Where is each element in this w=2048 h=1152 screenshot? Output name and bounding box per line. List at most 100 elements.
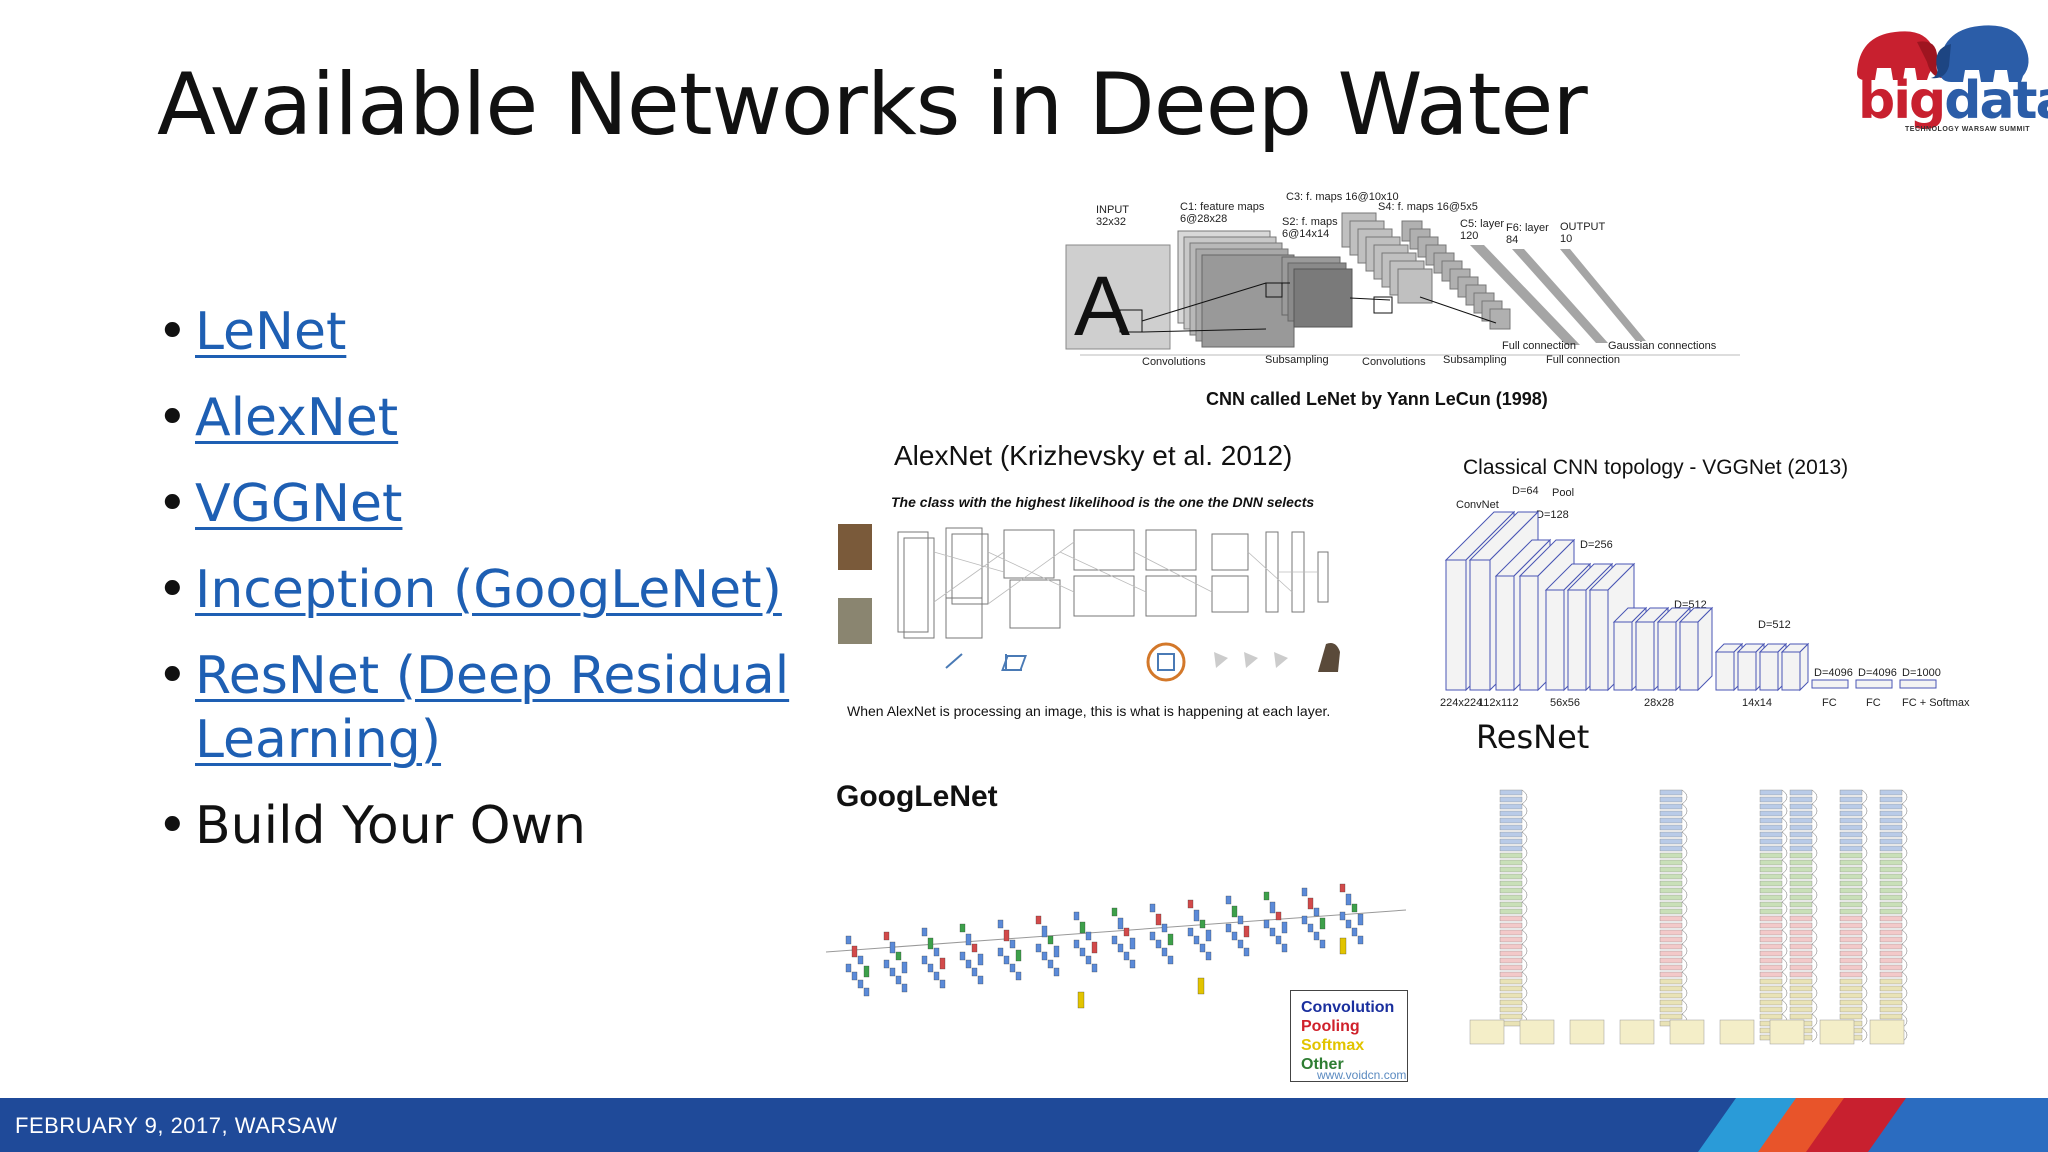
vggnet-d1000-label: D=1000: [1902, 667, 1941, 679]
resnet-skip-connection: [1681, 957, 1688, 973]
googlenet-main-path: [825, 909, 1407, 953]
googlenet-layer-block: [1009, 939, 1016, 949]
red-elephant-icon: [1857, 31, 1943, 80]
resnet-layer-block: [1879, 950, 1903, 957]
resnet-layer-block: [1789, 880, 1813, 887]
lenet-caption: CNN called LeNet by Yann LeCun (1998): [1206, 389, 1548, 409]
resnet-layer-block: [1499, 803, 1523, 810]
googlenet-layer-block: [927, 963, 934, 973]
googlenet-layer-block: [965, 933, 972, 946]
link-resnet[interactable]: ResNet (Deep Residual Learning): [195, 646, 790, 770]
googlenet-layer-block: [1339, 883, 1346, 893]
resnet-output-block: [1719, 1019, 1755, 1045]
googlenet-layer-block: [997, 947, 1004, 957]
resnet-layer-block: [1879, 824, 1903, 831]
googlenet-layer-block: [959, 923, 966, 933]
googlenet-layer-block: [1319, 917, 1326, 930]
alexnet-title: AlexNet (Krizhevsky et al. 2012): [894, 440, 1293, 471]
resnet-layer-block: [1759, 936, 1783, 943]
resnet-skip-connection: [1811, 901, 1818, 917]
googlenet-layer-block: [863, 987, 870, 997]
resnet-layer-block: [1759, 824, 1783, 831]
resnet-skip-connection: [1521, 915, 1528, 931]
resnet-layer-block: [1499, 929, 1523, 936]
resnet-layer-block: [1839, 817, 1863, 824]
vggnet-d64-label: D=64: [1512, 485, 1539, 497]
lenet-step-conv1: Convolutions: [1142, 356, 1206, 368]
resnet-layer-block: [1759, 894, 1783, 901]
resnet-layer-block: [1499, 957, 1523, 964]
googlenet-layer-block: [1085, 955, 1092, 965]
legend-softmax: Softmax: [1301, 1037, 1365, 1054]
googlenet-layer-block: [1073, 911, 1080, 921]
googlenet-layer-block: [1073, 939, 1080, 949]
googlenet-layer-block: [1339, 911, 1346, 921]
googlenet-layer-block: [927, 937, 934, 950]
alexnet-subtitle: The class with the highest likelihood is…: [891, 494, 1315, 510]
lenet-input-glyph: A: [1074, 259, 1130, 353]
lenet-input-label: INPUT: [1096, 204, 1129, 216]
resnet-layer-block: [1879, 936, 1903, 943]
resnet-layer-block: [1659, 915, 1683, 922]
resnet-layer-block: [1789, 915, 1813, 922]
googlenet-layer-block: [1243, 947, 1250, 957]
googlenet-layer-block: [1313, 907, 1320, 917]
legend-convolution: Convolution: [1301, 999, 1395, 1016]
resnet-skip-connection: [1781, 817, 1788, 833]
resnet-layer-block: [1789, 803, 1813, 810]
logo-word-big: big: [1858, 71, 1946, 131]
resnet-layer-block: [1499, 908, 1523, 915]
resnet-skip-connection: [1521, 803, 1528, 819]
lenet-c3-label: C3: f. maps 16@10x10: [1286, 191, 1399, 203]
resnet-skip-connection: [1681, 817, 1688, 833]
resnet-layer-block: [1839, 789, 1863, 796]
lenet-f6-label: F6: layer: [1506, 222, 1549, 234]
resnet-output-block: [1569, 1019, 1605, 1045]
resnet-layer-block: [1879, 796, 1903, 803]
googlenet-layer-block: [965, 959, 972, 969]
resnet-layer-block: [1499, 1006, 1523, 1013]
resnet-layer-block: [1789, 908, 1813, 915]
resnet-skip-connection: [1781, 873, 1788, 889]
resnet-skip-connection: [1811, 803, 1818, 819]
resnet-layer-block: [1839, 950, 1863, 957]
vggnet-axis-label: 112x112: [1478, 697, 1519, 709]
resnet-skip-connection: [1521, 845, 1528, 861]
bullet-icon: •: [157, 388, 188, 448]
resnet-layer-block: [1759, 859, 1783, 866]
resnet-layer-block: [1839, 1006, 1863, 1013]
resnet-skip-connection: [1901, 901, 1908, 917]
resnet-layer-block: [1759, 831, 1783, 838]
resnet-layer-block: [1879, 992, 1903, 999]
resnet-layer-block: [1879, 957, 1903, 964]
resnet-skip-connection: [1681, 971, 1688, 987]
googlenet-layer-block: [883, 931, 890, 941]
resnet-title: ResNet: [1476, 718, 1590, 756]
link-vggnet[interactable]: VGGNet: [195, 474, 403, 534]
googlenet-layer-block: [1047, 959, 1054, 969]
resnet-layer-block: [1499, 824, 1523, 831]
resnet-skip-connection: [1811, 985, 1818, 1001]
googlenet-layer-block: [1199, 943, 1206, 953]
legend-other: Other: [1301, 1056, 1344, 1073]
googlenet-layer-block: [1205, 929, 1212, 942]
lenet-output-label: OUTPUT: [1560, 221, 1606, 233]
googlenet-layer-block: [1167, 933, 1174, 946]
vggnet-axis-label: 14x14: [1742, 697, 1772, 709]
googlenet-layer-block: [1307, 923, 1314, 933]
resnet-skip-connection: [1811, 873, 1818, 889]
resnet-skip-connection: [1781, 803, 1788, 819]
vggnet-axis-label: 28x28: [1644, 697, 1674, 709]
link-lenet[interactable]: LeNet: [195, 302, 347, 362]
resnet-layer-block: [1879, 845, 1903, 852]
googlenet-layer-block: [1237, 915, 1244, 925]
link-alexnet[interactable]: AlexNet: [195, 388, 399, 448]
resnet-layer-block: [1499, 789, 1523, 796]
resnet-skip-connection: [1781, 943, 1788, 959]
resnet-layer-block: [1839, 908, 1863, 915]
link-inception[interactable]: Inception (GoogLeNet): [195, 560, 782, 620]
googlenet-layer-block: [971, 943, 978, 953]
googlenet-layer-block: [977, 953, 984, 966]
resnet-skip-connection: [1811, 817, 1818, 833]
resnet-layer-block: [1839, 796, 1863, 803]
